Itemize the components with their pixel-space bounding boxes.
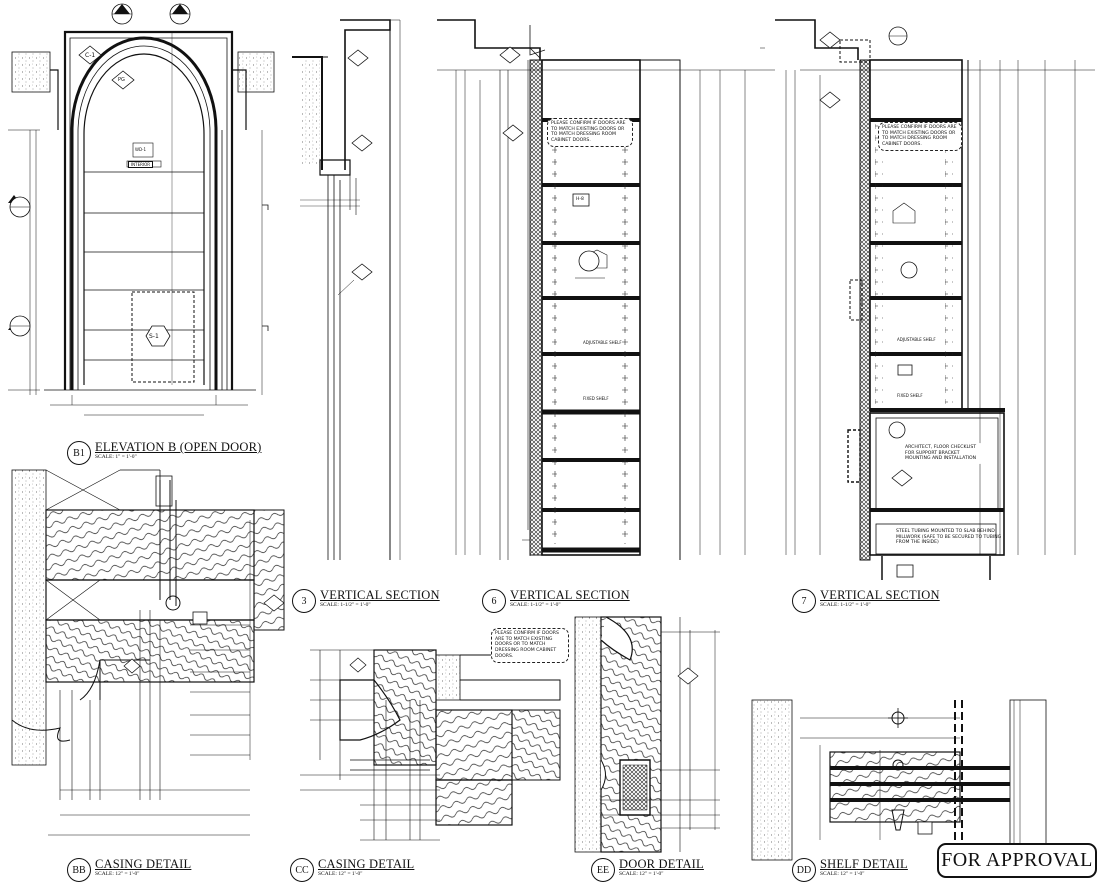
view-title-bb: CASING DETAIL (95, 857, 192, 871)
safe-tag: S-1 (149, 333, 159, 340)
view-scale-3: SCALE: 1-1/2" = 1'-0" (320, 601, 371, 608)
view-scale-ee: SCALE: 12" = 1'-0" (619, 870, 664, 877)
adjustable-shelf-label-7: ADJUSTABLE SHELF (897, 337, 936, 342)
note-confirm-doors-6: PLEASE CONFIRM IF DOORS ARE TO MATCH EXI… (547, 118, 633, 147)
view-scale-bb: SCALE: 12" = 1'-0" (95, 870, 140, 877)
interior-label: INTERIOR (128, 161, 154, 168)
fixed-shelf-label-7: FIXED SHELF (897, 393, 923, 398)
view-bubble-ee: EE (591, 858, 615, 882)
view-scale-7: SCALE: 1-1/2" = 1'-0" (820, 601, 871, 608)
view-title-b1: ELEVATION B (OPEN DOOR) (95, 440, 262, 454)
vertical-section-3 (292, 19, 401, 560)
view-title-7: VERTICAL SECTION (820, 588, 940, 602)
view-scale-b1: SCALE: 1" = 1'-0" (95, 453, 137, 460)
wall-tag: WD-1 (135, 147, 147, 152)
title-block-bb: BB CASING DETAIL SCALE: 12" = 1'-0" (67, 858, 191, 882)
shelf-detail-dd (751, 699, 1047, 861)
title-block-cc: CC CASING DETAIL SCALE: 12" = 1'-0" (290, 858, 414, 882)
view-bubble-3: 3 (292, 589, 316, 613)
dimension-strings (8, 70, 796, 555)
casing-detail-bb (11, 469, 285, 836)
title-block-ee: EE DOOR DETAIL SCALE: 12" = 1'-0" (591, 858, 704, 882)
paint-tag: PG (118, 77, 125, 83)
view-title-3: VERTICAL SECTION (320, 588, 440, 602)
fixed-shelf-label: FIXED SHELF (583, 396, 609, 401)
view-title-cc: CASING DETAIL (318, 857, 415, 871)
title-block-6: 6 VERTICAL SECTION SCALE: 1-1/2" = 1'-0" (482, 589, 630, 613)
view-bubble-b1: B1 (67, 441, 91, 465)
view-bubble-bb: BB (67, 858, 91, 882)
note-confirm-doors-7: PLEASE CONFIRM IF DOORS ARE TO MATCH EXI… (878, 122, 962, 151)
view-title-dd: SHELF DETAIL (820, 857, 908, 871)
view-bubble-7: 7 (792, 589, 816, 613)
note-confirm-doors-cc: PLEASE CONFIRM IF DOORS ARE TO MATCH EXI… (491, 628, 569, 663)
title-block-3: 3 VERTICAL SECTION SCALE: 1-1/2" = 1'-0" (292, 589, 440, 613)
view-title-ee: DOOR DETAIL (619, 857, 704, 871)
casing-tag: C-1 (85, 52, 96, 59)
view-scale-dd: SCALE: 12" = 1'-0" (820, 870, 865, 877)
hardware-tag: H-8 (576, 197, 584, 202)
note-anchor: ARCHITECT, FLOOR CHECKLIST FOR SUPPORT B… (902, 443, 986, 465)
view-scale-cc: SCALE: 12" = 1'-0" (318, 870, 363, 877)
view-title-6: VERTICAL SECTION (510, 588, 630, 602)
view-bubble-6: 6 (482, 589, 506, 613)
vertical-section-7 (775, 19, 1095, 580)
view-bubble-cc: CC (290, 858, 314, 882)
title-block-b1: B1 ELEVATION B (OPEN DOOR) SCALE: 1" = 1… (67, 441, 262, 465)
title-block-7: 7 VERTICAL SECTION SCALE: 1-1/2" = 1'-0" (792, 589, 940, 613)
view-bubble-dd: DD (792, 858, 816, 882)
elevation-b1 (8, 3, 275, 416)
adjustable-shelf-label: ADJUSTABLE SHELF (583, 340, 622, 345)
view-scale-6: SCALE: 1-1/2" = 1'-0" (510, 601, 561, 608)
casing-detail-cc (300, 649, 561, 841)
door-detail-ee (574, 616, 720, 853)
note-tubing: STEEL TUBING MOUNTED TO SLAB BEHIND MILL… (896, 529, 1002, 546)
for-approval-stamp: FOR APPROVAL (937, 843, 1097, 878)
title-block-dd: DD SHELF DETAIL SCALE: 12" = 1'-0" (792, 858, 908, 882)
vertical-section-6 (437, 19, 775, 560)
